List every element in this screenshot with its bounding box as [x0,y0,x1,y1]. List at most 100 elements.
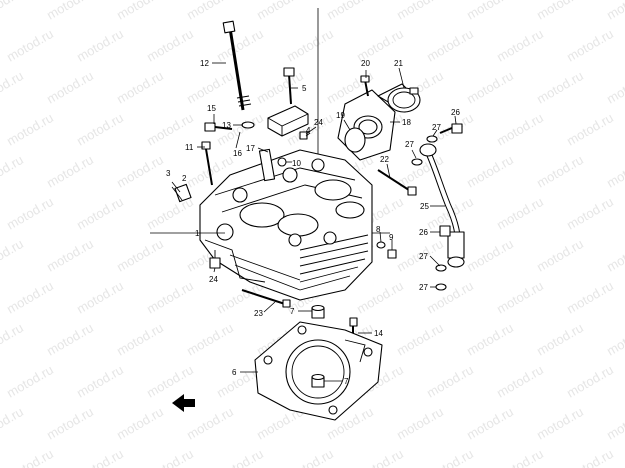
watermark-text: motod.ru [144,278,196,317]
watermark-text: motod.ru [4,110,56,149]
washer-8 [376,241,386,249]
watermark-text: motod.ru [44,152,96,191]
label-part-19: 19 [336,111,345,120]
dowel-7-top [311,304,325,319]
washer-13 [241,121,255,129]
watermark-text: motod.ru [494,278,546,317]
bolt-11 [201,141,213,186]
gasket-27a [426,135,438,143]
label-part-22: 22 [380,155,389,164]
label-part-24-left: 24 [209,275,218,284]
watermark-text: motod.ru [114,68,166,107]
watermark-text: motod.ru [494,110,546,149]
watermark-text: motod.ru [144,194,196,233]
leader-lines [171,62,457,382]
watermark-text: motod.ru [0,320,26,359]
watermark-text: motod.ru [74,110,126,149]
label-part-18: 18 [402,118,411,127]
watermark-text: motod.ru [44,320,96,359]
watermark-text: motod.ru [144,362,196,401]
watermark-text: motod.ru [534,152,586,191]
watermark-text: motod.ru [114,236,166,275]
label-part-6: 6 [232,368,237,377]
part-labels: 1 2 3 4 5 6 7 7 8 9 10 11 12 13 14 15 16… [166,59,460,386]
watermark-text: motod.ru [424,26,476,65]
label-part-27-b: 27 [405,140,414,149]
watermark-text: motod.ru [564,446,616,468]
watermark-text: motod.ru [44,236,96,275]
label-part-2: 2 [182,174,187,183]
bolt-15 [204,122,233,132]
watermark-text: motod.ru [394,0,446,23]
watermark-text: motod.ru [284,26,336,65]
watermark-text: motod.ru [184,320,236,359]
label-part-7-top: 7 [290,307,295,316]
watermark-text: motod.ru [44,404,96,443]
watermark-text: motod.ru [4,26,56,65]
watermark-text: motod.ru [254,68,306,107]
watermark-text: motod.ru [604,68,625,107]
label-part-3: 3 [166,169,171,178]
watermark-text: motod.ru [464,404,516,443]
watermark-text: motod.ru [4,362,56,401]
label-part-21: 21 [394,59,403,68]
watermark-text: motod.ru [0,0,26,23]
front-arrow-icon [172,394,195,412]
watermark-text: motod.ru [114,0,166,23]
watermark-text: motod.ru [564,26,616,65]
cylinder-head [199,149,373,301]
watermark-text: motod.ru [114,404,166,443]
watermark-text: motod.ru [144,26,196,65]
watermark-text: motod.ru [424,278,476,317]
screw-20 [360,75,370,97]
label-part-14: 14 [374,329,383,338]
dowel-2 [174,183,192,203]
watermark-text: motod.ru [494,194,546,233]
label-part-15: 15 [207,104,216,113]
watermark-text: motod.ru [0,152,26,191]
watermark-text: motod.ru [534,404,586,443]
label-part-24-top: 24 [314,118,323,127]
watermark-text: motod.ru [534,320,586,359]
label-part-23: 23 [254,309,263,318]
watermark-text: motod.ru [494,362,546,401]
oil-pipe [419,143,465,268]
watermark-text: motod.ru [184,0,236,23]
bolt-9 [387,249,397,259]
label-part-27-c: 27 [419,252,428,261]
watermark-text: motod.ru [464,0,516,23]
label-part-16: 16 [233,149,242,158]
watermark-text: motod.ru [114,152,166,191]
watermark-text: motod.ru [464,236,516,275]
label-part-27-a: 27 [432,123,441,132]
label-part-10: 10 [292,159,301,168]
dowel-7-lower [311,373,325,388]
label-part-4: 4 [306,126,311,135]
watermark-text: motod.ru [114,320,166,359]
watermark-text: motod.ru [0,404,26,443]
bolt-26-lower [439,225,451,237]
label-part-1: 1 [195,229,200,238]
watermark-text: motod.ru [564,362,616,401]
label-part-5: 5 [302,84,307,93]
watermark-text: motod.ru [74,278,126,317]
bolt-22 [377,169,417,196]
watermark-text: motod.ru [464,320,516,359]
watermark-text: motod.ru [464,152,516,191]
label-part-7-lower: 7 [344,377,349,386]
watermark-text: motod.ru [254,0,306,23]
head-gasket [254,321,383,421]
watermark-text: motod.ru [74,446,126,468]
cam-cover-block [267,105,309,137]
watermark-text: motod.ru [74,194,126,233]
label-part-12: 12 [200,59,209,68]
watermark-text: motod.ru [604,152,625,191]
watermark-text: motod.ru [354,278,406,317]
watermark-text: motod.ru [534,0,586,23]
watermark-text: motod.ru [464,68,516,107]
watermark-text: motod.ru [354,446,406,468]
watermark-text: motod.ru [604,320,625,359]
gasket-27c [435,264,447,272]
watermark-text: motod.ru [534,68,586,107]
